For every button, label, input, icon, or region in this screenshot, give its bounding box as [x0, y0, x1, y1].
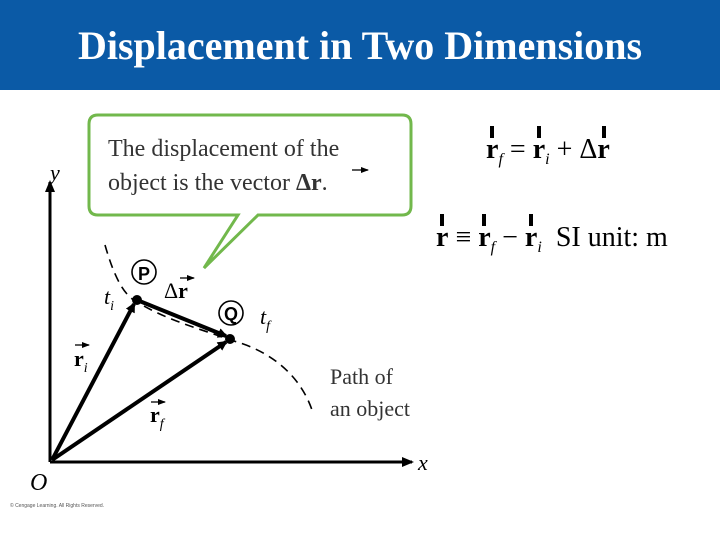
eq2-unit: SI unit: m	[555, 222, 668, 253]
callout-line-1: The displacement of the	[108, 136, 339, 162]
eq2-term2: r	[524, 222, 538, 253]
path-label-line-2: an object	[330, 396, 410, 421]
vector-delta-r-r: r	[178, 278, 188, 303]
point-q-label: Q	[224, 304, 238, 324]
time-tf: t	[260, 304, 267, 329]
equation-final-position: rf = ri + Δr	[486, 126, 610, 176]
vector-rf-label: rf	[150, 402, 166, 432]
vector-ri-label: ri	[74, 346, 88, 376]
origin-label: O	[30, 470, 47, 496]
callout-line-2-prefix: object is the vector	[108, 170, 296, 196]
vector-delta-r-delta: Δ	[164, 278, 178, 303]
vector-rf-sub: f	[160, 417, 166, 432]
eq1-lhs: r	[486, 134, 499, 165]
point-q-circle	[218, 300, 244, 326]
eq1-op: =	[509, 134, 526, 165]
time-tf-sub: f	[266, 319, 272, 334]
slide-title: Displacement in Two Dimensions	[77, 23, 643, 68]
eq2-term2-sub: i	[537, 239, 542, 256]
vector-rf-r: r	[150, 402, 160, 427]
equation-displacement-definition: r ≡ rf − ri SI unit: m	[436, 214, 668, 264]
eq1-lhs-sub: f	[498, 151, 503, 168]
time-ti-label: ti	[104, 284, 114, 314]
vector-ri-r: r	[74, 346, 84, 371]
point-q-dot	[225, 334, 235, 344]
time-ti: t	[104, 284, 111, 309]
x-axis-label: x	[417, 450, 428, 475]
eq1-term1: r	[532, 134, 546, 165]
eq1-term1-sub: i	[545, 151, 550, 168]
callout-line-2-suffix: .	[322, 170, 328, 196]
point-p-label: P	[138, 264, 150, 284]
vector-ri	[50, 302, 136, 461]
callout-line-2: object is the vector Δr.	[108, 170, 328, 196]
point-p-dot	[132, 295, 142, 305]
y-axis-label: y	[48, 160, 60, 185]
time-tf-label: tf	[260, 304, 272, 334]
vector-delta-r-label: Δr	[164, 278, 188, 303]
point-p-circle	[131, 259, 157, 285]
title-bar	[0, 0, 720, 90]
path-label-line-1: Path of	[330, 364, 394, 389]
eq2-term1-sub: f	[490, 239, 496, 256]
object-path	[104, 244, 313, 411]
eq2-minus: −	[502, 222, 518, 253]
vector-rf	[50, 340, 228, 462]
displacement-diagram: The displacement of the object is the ve…	[30, 113, 428, 496]
time-ti-sub: i	[110, 299, 114, 314]
eq1-term2: r	[597, 134, 610, 165]
eq2-term1: r	[478, 222, 491, 253]
callout-vector: Δr	[296, 170, 322, 196]
eq1-plus: + Δ	[556, 134, 598, 165]
eq2-lhs: r	[436, 222, 449, 253]
vector-delta-r	[136, 298, 228, 338]
callout-box	[87, 113, 413, 270]
copyright-note: © Cengage Learning. All Rights Reserved.	[10, 503, 105, 509]
vector-ri-sub: i	[84, 361, 88, 376]
eq2-op: ≡	[455, 222, 472, 253]
